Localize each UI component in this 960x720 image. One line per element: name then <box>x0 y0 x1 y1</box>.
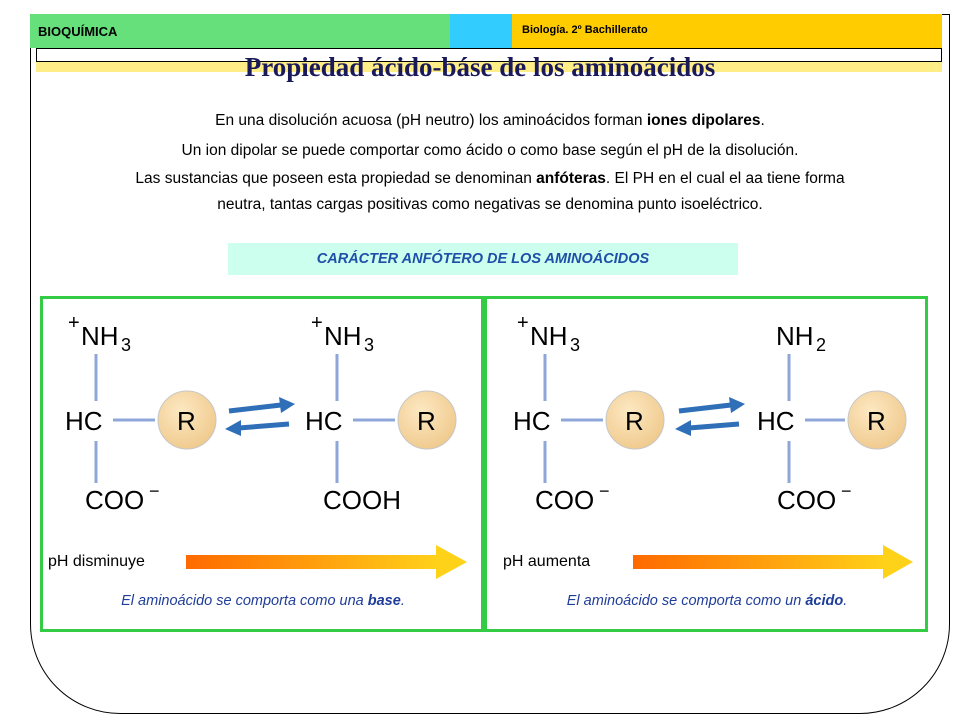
arrow-forward <box>678 402 732 414</box>
header-yellow-block <box>512 14 942 48</box>
panel-left: + NH 3 HC R COO − + NH 3 HC <box>40 296 484 632</box>
behavior-right-bold: ácido <box>805 593 844 609</box>
mol2-top: NH <box>776 321 814 351</box>
panel-right: + NH 3 HC R COO − NH 2 HC R <box>484 296 928 632</box>
behavior-right-text: El aminoácido se comporta como un <box>566 593 806 609</box>
gradient-arrow-shaft <box>186 555 440 569</box>
behavior-left: El aminoácido se comporta como una base. <box>43 593 483 609</box>
mol2-r-circle <box>847 390 907 450</box>
header-green-block <box>30 14 450 48</box>
paragraph-1-end: . <box>760 112 765 129</box>
mol2-r: R <box>417 406 436 436</box>
mol1-top-sub: 3 <box>570 335 580 355</box>
mol2-bottom-charge: − <box>841 481 852 501</box>
mol1-mid: HC <box>65 406 103 436</box>
mol2-top-sub: 3 <box>364 335 374 355</box>
header-underline-box <box>36 48 942 62</box>
header-band: BIOQUÍMICA Biología. 2º Bachillerato <box>30 14 942 48</box>
arrow-back-head <box>675 420 691 436</box>
arrow-back <box>688 421 740 431</box>
mol1-mid: HC <box>513 406 551 436</box>
equilibrium-arrows <box>225 397 295 436</box>
behavior-right-end: . <box>843 593 848 609</box>
mol1-bottom: COO <box>85 485 144 515</box>
paragraph-2: Un ion dipolar se puede comportar como á… <box>181 142 799 159</box>
equilibrium-arrows <box>675 397 745 436</box>
mol1-bottom-charge: − <box>149 481 160 501</box>
header-course: Biología. 2º Bachillerato <box>522 24 648 36</box>
behavior-right: El aminoácido se comporta como un ácido. <box>487 593 927 609</box>
molecule-2: + NH 3 HC R COOH <box>305 312 457 515</box>
behavior-left-text: El aminoácido se comporta como una <box>121 593 368 609</box>
paragraph-4: neutra, tantas cargas positivas como neg… <box>217 196 763 213</box>
arrow-back <box>238 421 290 431</box>
mol2-top-sub: 2 <box>816 335 826 355</box>
behavior-left-end: . <box>400 593 405 609</box>
mol1-bottom: COO <box>535 485 594 515</box>
mol2-mid: HC <box>305 406 343 436</box>
gradient-arrow-head <box>883 545 913 579</box>
molecule-1: + NH 3 HC R COO − <box>513 312 665 515</box>
header-subject: BIOQUÍMICA <box>38 24 118 39</box>
paragraph-3-bold: anfóteras <box>536 170 606 187</box>
mol1-r: R <box>177 406 196 436</box>
paragraph-1-text: En una disolución acuosa (pH neutro) los… <box>215 112 647 129</box>
ph-label-right: pH aumenta <box>503 553 591 570</box>
mol1-top-sub: 3 <box>121 335 131 355</box>
mol2-bottom: COOH <box>323 485 401 515</box>
arrow-forward-head <box>729 397 745 413</box>
page-title: Propiedad ácido-báse de los aminoácidos <box>244 52 716 82</box>
mol1-bottom-charge: − <box>599 481 610 501</box>
reaction-diagram-left: + NH 3 HC R COO − + NH 3 HC <box>65 312 467 579</box>
mol1-top: NH <box>81 321 119 351</box>
reaction-diagram-right: + NH 3 HC R COO − NH 2 HC R <box>513 312 913 579</box>
paragraph-3-end: . El PH en el cual el aa tiene forma <box>605 170 845 187</box>
paragraph-1-bold: iones dipolares <box>646 112 761 129</box>
mol2-top: NH <box>324 321 362 351</box>
header-cyan-block <box>450 14 512 48</box>
paragraph-1: En una disolución acuosa (pH neutro) los… <box>40 112 940 130</box>
mol1-top: NH <box>530 321 568 351</box>
section-banner: CARÁCTER ANFÓTERO DE LOS AMINOÁCIDOS <box>228 243 738 275</box>
mol2-mid: HC <box>757 406 795 436</box>
arrow-forward-head <box>279 397 295 413</box>
gradient-arrow-head <box>436 545 467 579</box>
paragraph-3: Las sustancias que poseen esta propiedad… <box>40 170 940 188</box>
mol1-top-plus: + <box>68 312 80 334</box>
mol1-r-circle <box>157 390 217 450</box>
mol2-bottom: COO <box>777 485 836 515</box>
mol1-top-plus: + <box>517 312 529 334</box>
ph-gradient-arrow <box>633 545 913 579</box>
ph-label-left: pH disminuye <box>48 553 145 570</box>
arrow-forward <box>228 402 282 414</box>
molecule-2: NH 2 HC R COO − <box>757 321 907 515</box>
mol2-r: R <box>867 406 886 436</box>
mol1-r-circle <box>605 390 665 450</box>
mol2-r-circle <box>397 390 457 450</box>
gradient-arrow-shaft <box>633 555 887 569</box>
arrow-back-head <box>225 420 241 436</box>
molecule-1: + NH 3 HC R COO − <box>65 312 217 515</box>
paragraph-3-text: Las sustancias que poseen esta propiedad… <box>135 170 537 187</box>
mol1-r: R <box>625 406 644 436</box>
header-highlight-strip <box>36 62 942 72</box>
behavior-left-bold: base <box>367 593 401 609</box>
ph-gradient-arrow <box>186 545 467 579</box>
mol2-top-plus: + <box>311 312 323 334</box>
